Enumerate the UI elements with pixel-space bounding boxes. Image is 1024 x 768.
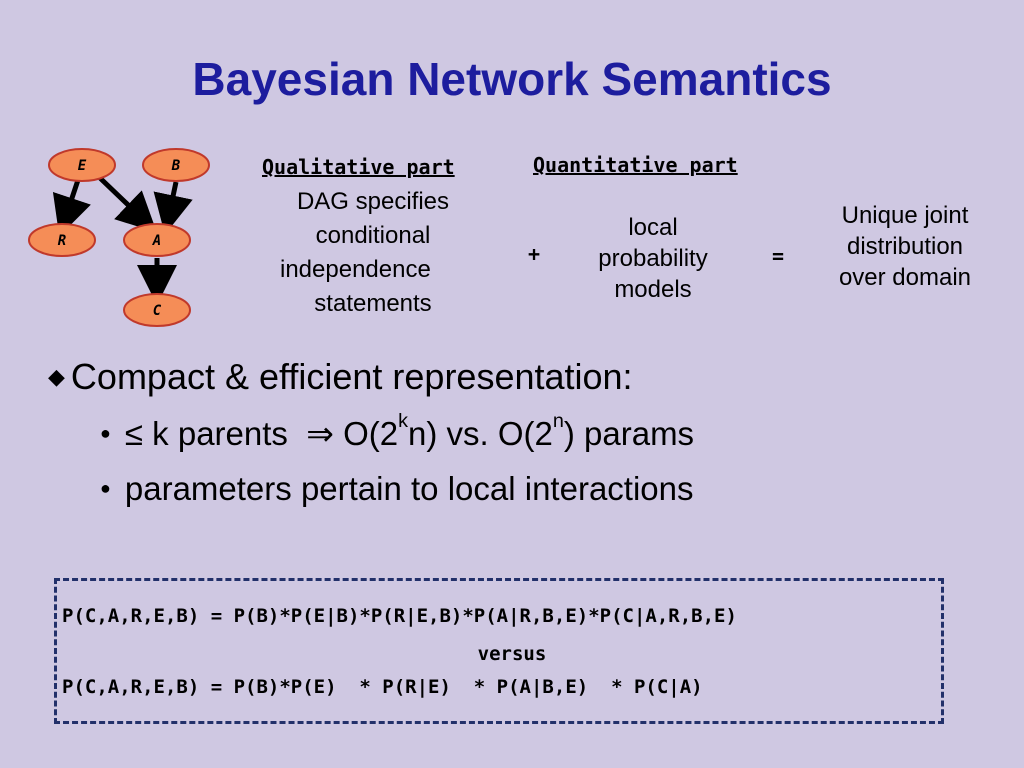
result-line-2: distribution <box>846 233 964 260</box>
node-e: E <box>48 148 116 182</box>
plus-sign: + <box>528 242 541 266</box>
edge-e-a <box>98 176 157 233</box>
implies-symbol: ⇒ <box>306 415 334 452</box>
quantitative-text: local probability models <box>573 212 733 305</box>
quantitative-line-1: local <box>628 214 678 241</box>
complexity-text-1: O(2 <box>333 415 399 452</box>
complexity-text-3: ) params <box>563 415 695 452</box>
node-c: C <box>123 293 191 327</box>
diamond-bullet-icon: ◆ <box>48 364 65 389</box>
node-label-e: E <box>78 158 87 174</box>
bullet-sub-1: ● ≤ k parents ⇒ O(2kn) vs. O(2n) params <box>100 411 695 453</box>
factored-formula: P(C,A,R,E,B) = P(B)*P(E) * P(R|E) * P(A|… <box>62 676 703 698</box>
node-label-b: B <box>171 158 181 174</box>
bullet-sub-2: ● parameters pertain to local interaction… <box>100 470 694 508</box>
qualitative-line-4: statements <box>314 290 432 317</box>
result-line-1: Unique joint <box>841 202 969 229</box>
node-label-c: C <box>153 303 162 319</box>
full-joint-formula: P(C,A,R,E,B) = P(B)*P(E|B)*P(R|E,B)*P(A|… <box>62 605 737 627</box>
bullet-sub-2-text: parameters pertain to local interactions <box>124 470 694 507</box>
qualitative-heading: Qualitative part <box>262 155 455 179</box>
edge-b-a <box>153 181 193 235</box>
node-label-a: A <box>152 233 161 249</box>
node-a: A <box>123 223 191 257</box>
bullet-main-text: Compact & efficient representation: <box>70 356 633 397</box>
node-r: R <box>28 223 96 257</box>
dot-bullet-icon: ● <box>100 423 111 443</box>
bayesian-network-dag: E B R A C <box>28 148 210 327</box>
result-line-3: over domain <box>838 264 972 291</box>
exponent-n: n <box>552 410 564 433</box>
qualitative-line-2: conditional <box>315 222 431 249</box>
quantitative-line-2: probability <box>598 245 708 272</box>
leq-symbol: ≤ <box>124 415 143 452</box>
node-b: B <box>142 148 210 182</box>
complexity-text-2: n) vs. O(2 <box>407 415 553 452</box>
equals-sign: = <box>772 244 785 268</box>
qualitative-text: DAG specifies conditional independence s… <box>270 185 476 321</box>
exponent-k: k <box>398 410 408 433</box>
slide-title: Bayesian Network Semantics <box>192 53 832 105</box>
quantitative-line-3: models <box>614 276 692 303</box>
qualitative-line-3: independence <box>280 256 431 283</box>
formula-box <box>54 578 944 724</box>
node-label-r: R <box>58 233 66 249</box>
quantitative-heading: Quantitative part <box>533 153 738 177</box>
bullet-main: ◆Compact & efficient representation: <box>48 356 633 398</box>
edge-e-r <box>52 179 91 237</box>
result-text: Unique joint distribution over domain <box>815 200 995 293</box>
versus-label: versus <box>477 643 547 665</box>
k-parents-text: k parents <box>143 415 307 452</box>
dot-bullet-icon: ● <box>100 478 111 498</box>
qualitative-line-1: DAG specifies <box>296 188 450 215</box>
